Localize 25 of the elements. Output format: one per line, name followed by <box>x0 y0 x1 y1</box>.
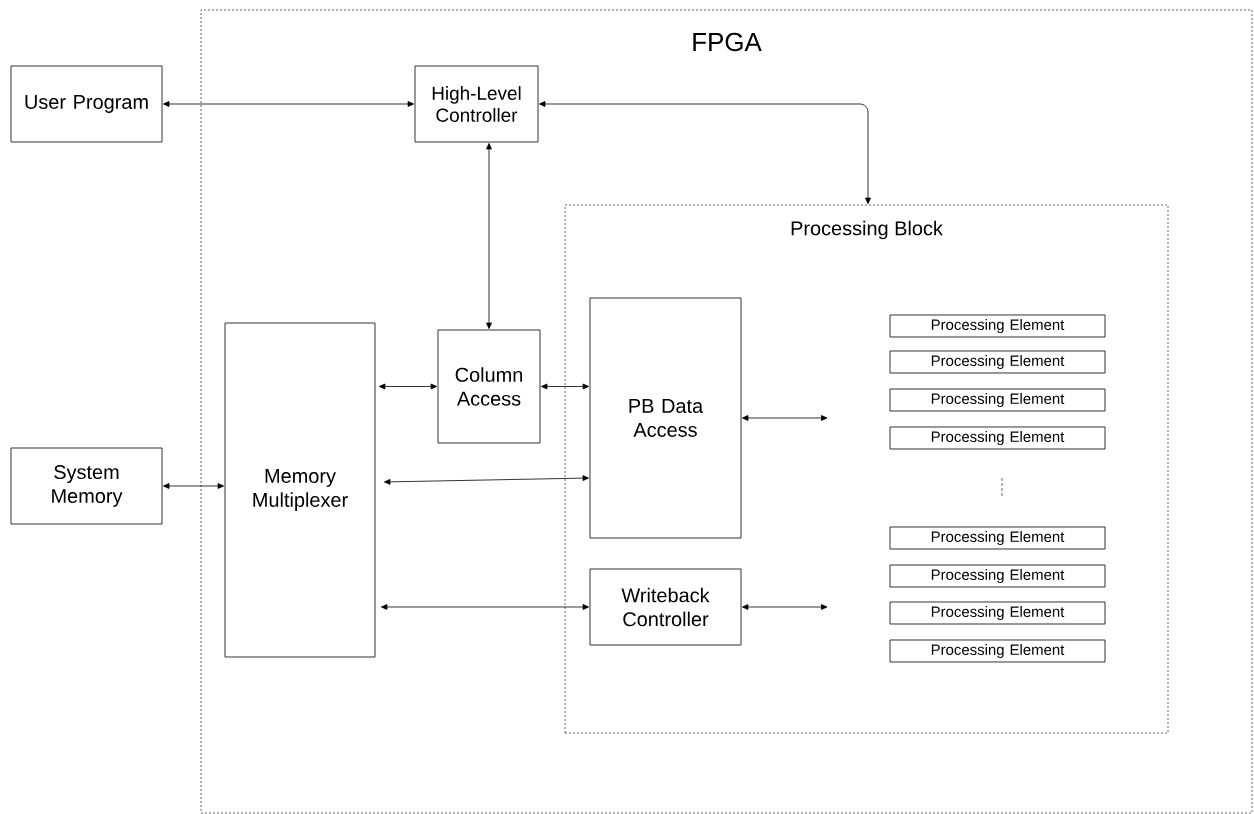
process-box: Writeback Controller <box>589 568 742 646</box>
element-box: Processing Element <box>889 601 1106 625</box>
element-box: Processing Element <box>889 350 1106 374</box>
element-box: Processing Element <box>889 314 1106 338</box>
arrow <box>541 383 589 390</box>
process-box: User Program <box>10 65 163 143</box>
arrow <box>384 475 589 485</box>
arrow <box>381 604 589 610</box>
arrow <box>163 483 224 489</box>
arrow <box>486 143 492 329</box>
element-box: Processing Element <box>889 639 1106 663</box>
process-box: Memory Multiplexer <box>224 322 376 658</box>
element-box: Processing Element <box>889 426 1106 450</box>
process-box: High-Level Controller <box>414 65 539 143</box>
element-box: Processing Element <box>889 388 1106 412</box>
arrow <box>163 101 414 107</box>
process-box: System Memory <box>10 447 163 525</box>
process-box: PB Data Access <box>589 297 742 539</box>
element-box: Processing Element <box>889 564 1106 588</box>
arrow <box>539 101 871 205</box>
element-box: Processing Element <box>889 526 1106 550</box>
arrow <box>742 415 828 421</box>
arrow <box>742 604 828 610</box>
process-box: Column Access <box>437 329 541 444</box>
arrow <box>379 383 437 390</box>
